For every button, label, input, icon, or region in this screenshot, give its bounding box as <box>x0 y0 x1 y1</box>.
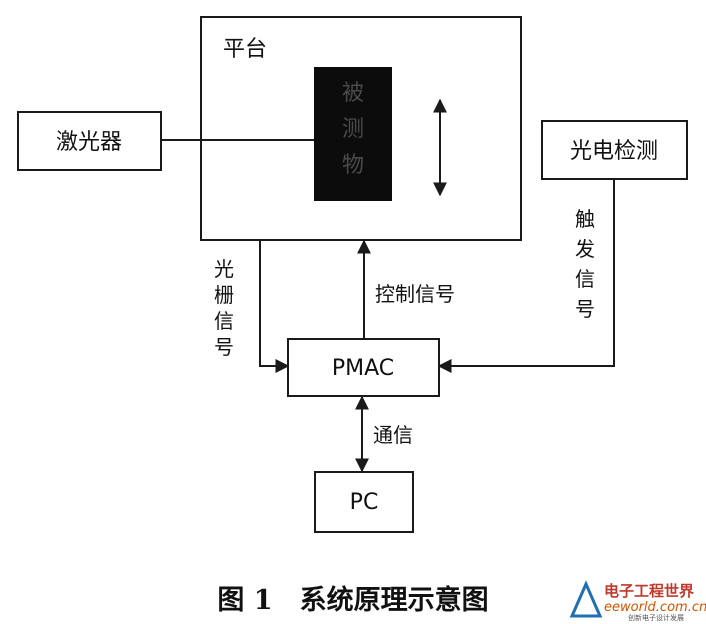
communication-label: 通信 <box>373 423 413 447</box>
grating-signal-label: 光栅信号 <box>214 257 234 359</box>
watermark-title: 电子工程世界 <box>604 582 694 600</box>
figure-caption: 图 1 系统原理示意图 <box>217 584 488 616</box>
object-block <box>314 67 392 201</box>
platform-label: 平台 <box>223 37 267 62</box>
watermark-site: eeworld.com.cn <box>604 600 706 615</box>
photo-detect-label: 光电检测 <box>570 139 658 164</box>
object-label: 被测物 <box>342 81 364 178</box>
grating-signal-arrow <box>259 240 290 373</box>
photo-detect-box <box>541 120 688 180</box>
control-signal-label: 控制信号 <box>375 282 455 306</box>
pc-label: PC <box>350 490 379 515</box>
pmac-label: PMAC <box>332 356 394 381</box>
watermark-tagline: 创新电子设计发展 <box>628 613 684 622</box>
laser-box <box>17 111 162 171</box>
laser-label: 激光器 <box>56 130 122 155</box>
eeworld-watermark: 电子工程世界 eeworld.com.cn 创新电子设计发展 <box>569 580 706 622</box>
trigger-signal-arrow <box>437 179 615 373</box>
trigger-signal-label: 触发信号 <box>575 207 595 321</box>
eeworld-logo-icon <box>569 580 603 618</box>
